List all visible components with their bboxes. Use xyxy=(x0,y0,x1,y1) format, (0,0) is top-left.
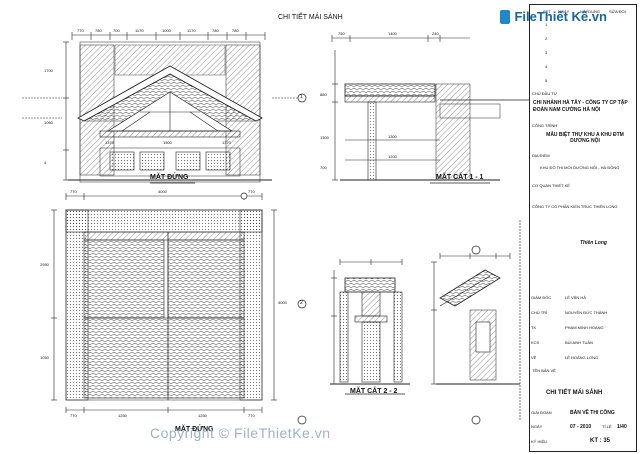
plan-drawing xyxy=(51,193,277,413)
date-label: NGÀY xyxy=(531,424,543,429)
name-designer: PHẠM MINH HOÀNG xyxy=(565,325,604,330)
sheet-label: KÝ HIỆU xyxy=(531,439,548,444)
dim-text: 1170 xyxy=(187,28,196,33)
dim-text: 780 xyxy=(95,28,102,33)
consultant-name: CÔNG TY CỔ PHẦN KIẾN TRÚC THIÊN LONG xyxy=(532,204,618,209)
site-logo: FileThiết Kế.vn xyxy=(500,8,607,26)
scale-value: 1/40 xyxy=(617,424,627,430)
section-2-label: MẶT CẮT 2 - 2 xyxy=(350,388,398,395)
section-mark-2 xyxy=(297,299,307,309)
dim-text: 4000 xyxy=(278,300,287,305)
section-2-drawing xyxy=(330,259,410,395)
name-director: LÊ VĂN HÀ xyxy=(565,295,586,300)
dim-text: 750 xyxy=(338,31,345,36)
rev-col-date: NGÀY xyxy=(558,9,570,14)
dim-text: 1000 xyxy=(162,28,171,33)
location-label: ĐỊA ĐIỂM xyxy=(532,153,550,158)
dim-text: 770 xyxy=(77,28,84,33)
role-lead: CHỦ TRÌ xyxy=(531,310,548,315)
dim-text: 700 xyxy=(113,28,120,33)
project-label: CÔNG TRÌNH xyxy=(532,123,558,128)
dim-text: 1060 xyxy=(44,120,53,125)
section-mark-1 xyxy=(297,93,307,103)
drawing-title: CHI TIẾT MÁI SẢNH xyxy=(546,390,603,396)
name-qc: BÙI ANH TUẤN xyxy=(565,340,593,345)
dim-text: 1200 xyxy=(388,154,397,159)
logo-text: FileThiết Kế.vn xyxy=(514,9,607,24)
section-1-label: MẶT CẮT 1 - 1 xyxy=(436,174,484,181)
role-qc: KCS xyxy=(531,340,540,345)
owner-name: CHI NHÁNH HÀ TÂY - CÔNG TY CP TẬP ĐOÀN N… xyxy=(533,100,628,113)
rev-row: 2 xyxy=(545,36,548,41)
section-mark-1-text: 1 xyxy=(300,94,303,100)
role-designer: TK xyxy=(531,325,537,330)
name-lead: NGUYỄN ĐỨC THÀNH xyxy=(565,310,608,315)
dim-text: 770 xyxy=(248,413,255,418)
dim-text: 1300 xyxy=(388,134,397,139)
firm-name: Thiên Long xyxy=(580,240,607,246)
dim-text: 1050 xyxy=(40,355,49,360)
dim-text: 1300 xyxy=(320,135,329,140)
dim-text: 1250 xyxy=(198,413,207,418)
stage-value: BẢN VẼ THI CÔNG xyxy=(570,410,615,416)
dim-text: 880 xyxy=(320,92,327,97)
logo-icon xyxy=(500,9,510,24)
drawing-label: TÊN BẢN VẼ xyxy=(532,368,556,373)
dim-text: 1700 xyxy=(44,68,53,73)
rev-row: 1 xyxy=(545,22,548,27)
date-value: 07 - 2010 xyxy=(570,424,592,430)
name-drafter: LÊ HOÀNG LONG xyxy=(565,355,599,360)
dim-text: 770 xyxy=(248,189,255,194)
dim-text: 780 xyxy=(212,28,219,33)
dim-text: 1500 xyxy=(163,140,172,145)
sheet-value: KT : 35 xyxy=(590,438,611,444)
owner-label: CHỦ ĐẦU TƯ xyxy=(532,91,558,96)
location-text: KHU ĐÔ THỊ MỚI DƯƠNG NỘI - HÀ ĐÔNG xyxy=(540,165,620,170)
role-director: GIÁM ĐỐC xyxy=(531,295,552,300)
elevation-drawing xyxy=(22,32,300,184)
rev-col-signed: SỬA ĐỔI xyxy=(609,9,626,14)
section-mark-2-text: 2 xyxy=(300,300,303,306)
rev-row: 3 xyxy=(545,50,548,55)
dim-text: 780 xyxy=(232,28,239,33)
dim-text: 770 xyxy=(70,189,77,194)
dim-text: 700 xyxy=(320,165,327,170)
scale-label: TỈ LỆ xyxy=(602,424,612,429)
consultant-label: CƠ QUAN THIẾT KẾ xyxy=(532,183,570,188)
dim-text: 1400 xyxy=(388,31,397,36)
rev-row: 5 xyxy=(545,78,548,83)
dim-text: 1370 xyxy=(105,140,114,145)
rev-col-content: NỘI DUNG xyxy=(580,9,600,14)
section-1-drawing xyxy=(331,35,530,184)
dim-text: 2950 xyxy=(40,262,49,267)
dim-text: 1250 xyxy=(118,413,127,418)
rev-row: 4 xyxy=(545,64,548,69)
dim-text: 1370 xyxy=(222,140,231,145)
roof-detail-drawing xyxy=(431,220,521,420)
stage-label: GIAI ĐOẠN xyxy=(531,410,552,415)
elevation-label: MẶT ĐỨNG xyxy=(150,174,189,181)
dim-text: 770 xyxy=(70,413,77,418)
plan-label: MẶT ĐỨNG xyxy=(175,426,214,433)
project-name: MẪU BIỆT THỰ KHU A KHU ĐTM DƯƠNG NỘI xyxy=(546,132,624,144)
rev-col-stt: STT xyxy=(543,9,551,14)
dim-text: 1170 xyxy=(135,28,144,33)
copyright-watermark: Copyright © FileThietKe.vn xyxy=(150,425,331,441)
title-block xyxy=(529,4,637,452)
dim-text: 240 xyxy=(432,31,439,36)
top-title: CHI TIẾT MÁI SẢNH xyxy=(278,14,343,21)
dim-text: 4 xyxy=(44,160,47,165)
role-drafter: VẼ xyxy=(531,355,537,360)
dim-text: 4000 xyxy=(158,189,167,194)
